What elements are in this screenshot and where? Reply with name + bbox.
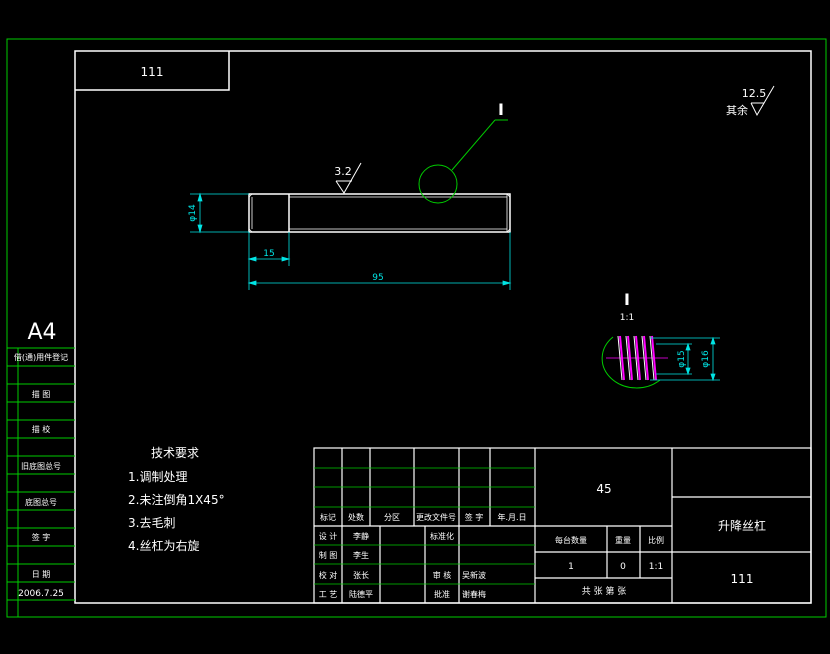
- detail-callout-marker: I: [498, 100, 504, 119]
- sidebar-label: 借(通)用件登记: [14, 352, 68, 362]
- revision-header-cell: 签 字: [465, 512, 484, 522]
- revision-header-cell: 年.月.日: [497, 512, 526, 522]
- total-length-dimension: [247, 232, 512, 290]
- sidebar-label: 描 校: [32, 424, 51, 434]
- sidebar-date: 2006.7.25: [18, 589, 64, 599]
- detail-dim-minor: φ15: [677, 350, 687, 367]
- title-block-cell: 批准: [434, 589, 450, 599]
- roughness-symbol: [335, 162, 362, 194]
- title-block: [313, 447, 812, 604]
- title-block-cell: 工 艺: [319, 590, 338, 599]
- title-block-cell: 设 计: [319, 531, 338, 541]
- title-block-cell: 张长: [353, 570, 369, 580]
- title-block-cell: 李静: [353, 531, 369, 541]
- count-header-cell: 比例: [648, 535, 664, 545]
- title-block-green-lines: [314, 467, 535, 585]
- revision-header-cell: 更改文件号: [416, 512, 456, 522]
- rest-roughness-symbol: [750, 85, 775, 117]
- part-name-label: 升降丝杠: [718, 518, 766, 533]
- title-block-cell: 审 核: [433, 570, 452, 580]
- rest-roughness-label: 其余: [726, 103, 748, 117]
- title-block-cell: 李生: [353, 550, 369, 560]
- sheets-label: 共 张 第 张: [582, 585, 627, 597]
- count-value-cell: 0: [620, 562, 626, 572]
- detail-view-marker: I: [624, 290, 630, 309]
- tech-req-item: 2.未注倒角1X45°: [128, 492, 225, 507]
- revision-header-cell: 分区: [384, 513, 400, 522]
- revision-header-cell: 处数: [348, 512, 364, 522]
- paper-size-label: A4: [27, 320, 56, 345]
- tech-req-item: 3.去毛刺: [128, 516, 175, 530]
- diameter-label: φ14: [188, 204, 198, 222]
- shaft-part: [248, 193, 511, 233]
- count-header-cell: 重量: [615, 535, 631, 545]
- sidebar-label: 日 期: [32, 570, 51, 579]
- sidebar-label: 签 字: [32, 532, 51, 542]
- outer-frame: [6, 38, 827, 618]
- rest-roughness-value: 12.5: [742, 87, 767, 100]
- diameter-dimension: [190, 192, 249, 234]
- title-block-cell: 陆德平: [349, 589, 373, 599]
- top-title-box: 111: [75, 51, 230, 91]
- drawing-number: 111: [731, 572, 754, 586]
- title-block-cell: 校 对: [319, 570, 338, 580]
- total-length-label: 95: [372, 273, 383, 283]
- left-sidebar: [7, 347, 75, 617]
- tech-req-item: 1.调制处理: [128, 470, 187, 484]
- detail-dim-major: φ16: [701, 350, 711, 368]
- top-title-text: 111: [141, 65, 164, 79]
- title-block-cell: 标准化: [430, 531, 454, 541]
- tech-req-item: 4.丝杠为右旋: [128, 538, 199, 553]
- detail-view-scale: 1:1: [620, 313, 634, 323]
- title-block-cell: 制 图: [319, 550, 338, 560]
- roughness-value: 3.2: [334, 165, 352, 178]
- count-value-cell: 1:1: [649, 562, 663, 572]
- revision-header-cell: 标记: [320, 512, 336, 522]
- detail-callout: [418, 119, 508, 204]
- material-label: 45: [596, 482, 611, 496]
- sidebar-label: 描 图: [32, 389, 51, 399]
- title-block-cell: 吴新波: [462, 570, 486, 580]
- tech-req-title: 技术要求: [151, 446, 199, 460]
- sidebar-label: 旧底图总号: [21, 461, 61, 471]
- chamfer-length-dimension: [247, 232, 291, 290]
- sidebar-label: 底图总号: [25, 497, 57, 507]
- count-value-cell: 1: [568, 562, 574, 572]
- count-header-cell: 每台数量: [555, 535, 587, 545]
- chamfer-length-label: 15: [263, 249, 274, 259]
- detail-view: [601, 335, 720, 389]
- title-block-cell: 谢春梅: [462, 589, 486, 599]
